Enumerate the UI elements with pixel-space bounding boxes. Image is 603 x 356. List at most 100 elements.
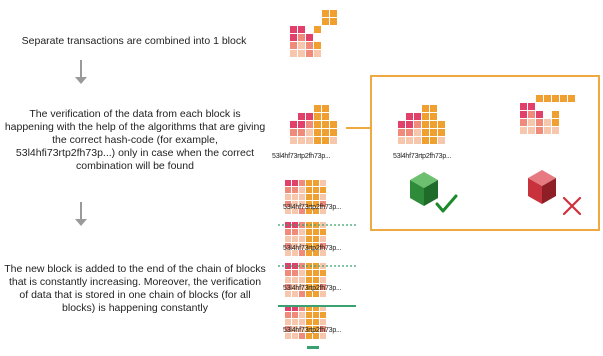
step2-caption: The verification of the data from each b… (4, 108, 266, 172)
block-cell (528, 111, 535, 118)
block-cell (314, 42, 321, 49)
block-cell (438, 129, 445, 136)
block-cell (299, 326, 305, 332)
block-cell (285, 236, 291, 242)
block-cell (313, 229, 319, 235)
block-cell (306, 229, 312, 235)
block-cell (422, 113, 429, 120)
block-cell (406, 113, 413, 120)
block-cell (313, 243, 319, 249)
block-cell (398, 137, 405, 144)
block-cell (306, 137, 313, 144)
block-cell (298, 137, 305, 144)
block-cell (306, 222, 312, 228)
block-cell (292, 319, 298, 325)
block-cell (320, 243, 326, 249)
block-cell (313, 194, 319, 200)
block-cell (290, 121, 297, 128)
block-cell (306, 243, 312, 249)
block-cell (290, 34, 297, 41)
block-cell (313, 270, 319, 276)
block-cell (306, 42, 313, 49)
block-cell (438, 137, 445, 144)
block-cell (285, 243, 291, 249)
block-cell (299, 187, 305, 193)
block-cell (299, 312, 305, 318)
block-cell (292, 194, 298, 200)
correct-block-icon (398, 105, 445, 144)
block-cell (313, 277, 319, 283)
block-cell (313, 319, 319, 325)
block-cell (430, 113, 437, 120)
block-cell (299, 201, 305, 207)
block-cell (299, 243, 305, 249)
block-cell (320, 180, 326, 186)
block-icon (290, 105, 337, 144)
block-cell (306, 194, 312, 200)
block-cell (422, 137, 429, 144)
block-cell (322, 105, 329, 112)
block-cell (299, 284, 305, 290)
block-cell (520, 119, 527, 126)
block-cell (292, 312, 298, 318)
block-cell (320, 194, 326, 200)
cross-icon (562, 196, 582, 216)
block-cell (313, 250, 319, 256)
block-cell (299, 250, 305, 256)
block-cell (306, 333, 312, 339)
block-cell (306, 263, 312, 269)
block-cell (306, 201, 312, 207)
block-cell (320, 270, 326, 276)
block-cell (313, 326, 319, 332)
block-cell (422, 121, 429, 128)
block-cell (313, 208, 319, 214)
chain-block-1 (285, 180, 326, 214)
block-cell (292, 291, 298, 297)
block-cell (320, 312, 326, 318)
block-cell (292, 277, 298, 283)
block-cell (290, 137, 297, 144)
block-cell (285, 194, 291, 200)
block-cell (314, 105, 321, 112)
step1-caption: Separate transactions are combined into … (21, 35, 247, 47)
block-cell (552, 111, 559, 118)
block-cell (330, 137, 337, 144)
block-cell (430, 129, 437, 136)
block-cell (320, 277, 326, 283)
block-cell (306, 34, 313, 41)
block-cell (314, 26, 321, 33)
block-cell (430, 137, 437, 144)
block-cell (292, 270, 298, 276)
block-cell (285, 319, 291, 325)
block-cell (285, 229, 291, 235)
valid-cube-right (424, 180, 438, 206)
block-cell (330, 129, 337, 136)
chain-end-marker (307, 346, 319, 349)
invalid-cube-right (542, 178, 556, 204)
block-cell (320, 187, 326, 193)
block-cell (536, 111, 543, 118)
panel-hash-label: 53l4hf73rtp2fh73p... (393, 153, 452, 160)
block-cell (299, 208, 305, 214)
block-cell (285, 270, 291, 276)
block-cell (536, 95, 543, 102)
block-cell (306, 121, 313, 128)
block-cell (306, 319, 312, 325)
block-cell (298, 129, 305, 136)
block-cell (285, 180, 291, 186)
block-cell (306, 277, 312, 283)
invalid-cube-left (528, 178, 542, 204)
block-cell (520, 103, 527, 110)
block-cell (306, 312, 312, 318)
block-cell (320, 250, 326, 256)
block-cell (299, 229, 305, 235)
block-cell (322, 113, 329, 120)
block-cell (285, 305, 291, 311)
chain-hash-label-4: 53l4hf73rtp2fh73p... (283, 327, 342, 334)
block-cell (306, 50, 313, 57)
block-cell (406, 129, 413, 136)
block-cell (322, 137, 329, 144)
block-cell (322, 18, 329, 25)
block-cell (306, 187, 312, 193)
block-cell (290, 50, 297, 57)
